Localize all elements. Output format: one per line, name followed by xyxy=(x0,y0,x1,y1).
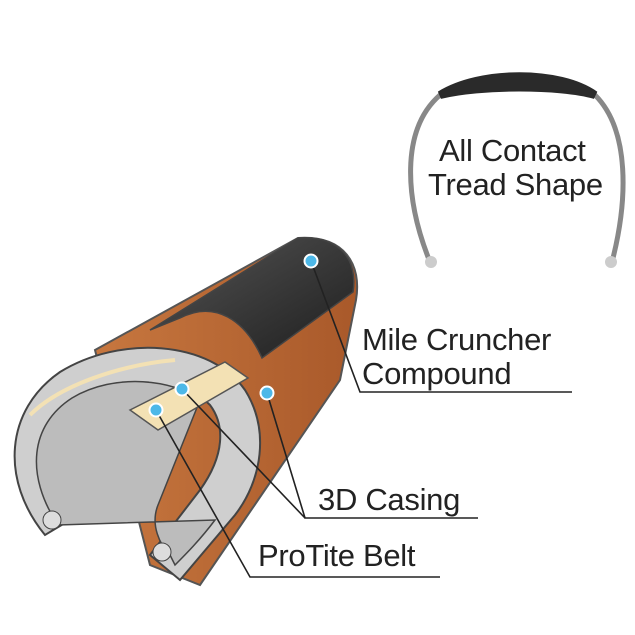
tread-shape-label-2: Tread Shape xyxy=(428,167,603,202)
casing-label: 3D Casing xyxy=(318,482,461,517)
tread-shape-icon xyxy=(408,72,626,268)
tire-cutaway xyxy=(13,236,359,587)
belt-dot xyxy=(148,402,164,418)
leader-lines xyxy=(155,260,572,578)
casing-dot-2 xyxy=(174,381,190,397)
bead-icon xyxy=(42,510,172,562)
compound-dot xyxy=(303,253,319,269)
tread-shape-label-1: All Contact xyxy=(439,133,586,168)
compound-label-2: Compound xyxy=(362,356,512,391)
casing-dot xyxy=(259,385,275,401)
compound-label-1: Mile Cruncher xyxy=(362,322,552,357)
belt-label: ProTite Belt xyxy=(258,538,416,573)
